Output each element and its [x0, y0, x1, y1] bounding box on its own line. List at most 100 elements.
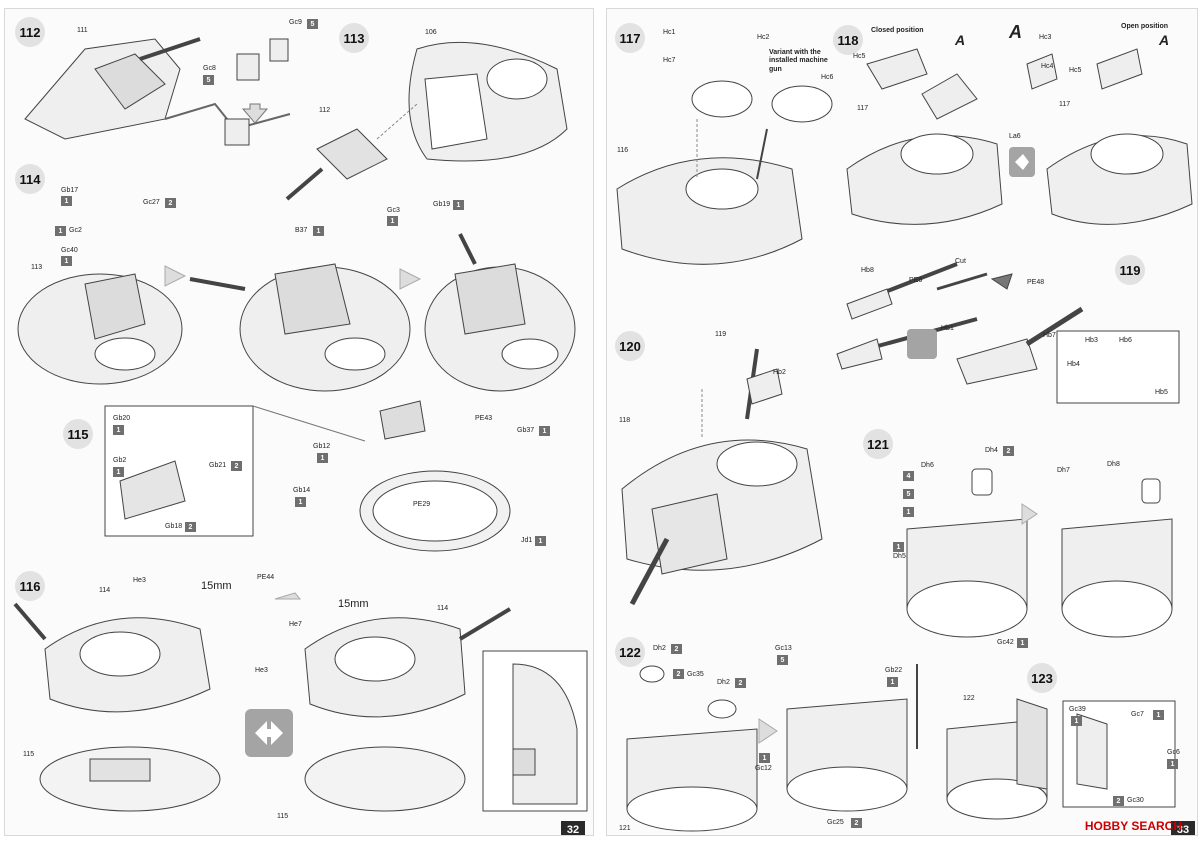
- step-114-drawing: [17, 233, 576, 392]
- measurement-label: 15mm: [338, 598, 369, 610]
- part-label: B37: [295, 227, 308, 234]
- part-label: PE29: [413, 501, 431, 508]
- step-112-drawing: [24, 37, 291, 146]
- part-label: Gc35: [687, 671, 704, 678]
- step-119-drawing: [836, 262, 1180, 404]
- part-label: 113: [31, 264, 43, 271]
- part-label: Gb21: [209, 462, 227, 469]
- step-118-drawing: [846, 48, 1193, 225]
- step-120-drawing: [621, 348, 823, 606]
- part-label: Gc2: [69, 227, 82, 234]
- part-label: 119: [715, 331, 727, 338]
- part-quantity: 1: [61, 256, 72, 266]
- part-quantity: 1: [1017, 638, 1028, 648]
- part-label: Dh7: [1057, 467, 1070, 474]
- part-label: Jd1: [521, 537, 533, 544]
- part-label: Hb1: [941, 325, 954, 332]
- part-quantity: 1: [535, 536, 546, 546]
- part-label: 121: [619, 825, 631, 832]
- page-number: 33: [1171, 821, 1195, 835]
- part-label: Hc6: [821, 74, 834, 81]
- part-quantity: 1: [887, 677, 898, 687]
- position-label: Open position: [1121, 23, 1169, 30]
- part-label: Gb14: [293, 487, 311, 494]
- step-number: 116: [15, 571, 45, 601]
- part-quantity: 1: [893, 542, 904, 552]
- part-quantity: 1: [55, 226, 66, 236]
- position-label: Closed position: [871, 27, 924, 34]
- part-label: 114: [437, 605, 449, 612]
- part-label: 106: [425, 29, 437, 36]
- part-label: Gb18: [165, 523, 183, 530]
- instruction-page-right: 117 Hc1 Hc2 Hc7 Variant with the install…: [606, 8, 1198, 836]
- part-label: Gc3: [387, 207, 400, 214]
- view-label: A: [1159, 32, 1170, 48]
- part-label: Hc3: [1039, 34, 1052, 41]
- measurement-label: 15mm: [201, 580, 232, 592]
- part-label: Gc27: [143, 199, 160, 206]
- cut-note: Cut: [955, 258, 966, 265]
- part-quantity: 2: [165, 198, 176, 208]
- part-label: Dh2: [653, 645, 666, 652]
- part-label: 116: [617, 147, 629, 154]
- part-quantity: 1: [317, 453, 328, 463]
- page-number: 32: [561, 821, 585, 835]
- part-quantity: 1: [113, 467, 124, 477]
- part-label: Gc25: [827, 819, 844, 826]
- part-quantity: 2: [231, 461, 242, 471]
- part-label: 117: [1059, 101, 1071, 108]
- watermark-text: HOBBY SEARCH: [1084, 819, 1182, 833]
- step-number: 119: [1115, 255, 1145, 285]
- part-label: Gc7: [1131, 711, 1144, 718]
- part-label: Gc8: [203, 65, 216, 72]
- part-quantity: 2: [185, 522, 196, 532]
- part-label: Gc39: [1069, 706, 1086, 713]
- part-label: He3: [255, 667, 268, 674]
- part-label: Gb20: [113, 415, 131, 422]
- part-label: 112: [319, 107, 331, 114]
- part-label: Hc5: [853, 53, 866, 60]
- part-quantity: 1: [113, 425, 124, 435]
- part-quantity: 5: [203, 75, 214, 85]
- part-label: Gc40: [61, 247, 78, 254]
- part-label: PE6: [909, 277, 923, 284]
- part-label: Hc7: [663, 57, 676, 64]
- part-label: Gb37: [517, 427, 535, 434]
- step-122-drawing: [626, 664, 918, 832]
- part-label: 118: [619, 417, 631, 424]
- part-label: He7: [289, 621, 302, 628]
- part-quantity: 1: [295, 497, 306, 507]
- part-label: Gc6: [1167, 749, 1180, 756]
- part-label: Hb8: [861, 267, 874, 274]
- part-label: Hc1: [663, 29, 676, 36]
- part-label: Gb2: [113, 457, 127, 464]
- view-label: A: [955, 32, 966, 48]
- part-quantity: 1: [1071, 716, 1082, 726]
- part-label: Gc30: [1127, 797, 1144, 804]
- part-quantity: 1: [1167, 759, 1178, 769]
- part-quantity: 1: [539, 426, 550, 436]
- part-quantity: 2: [851, 818, 862, 828]
- step-number: 123: [1027, 663, 1057, 693]
- step-121-drawing: [906, 468, 1173, 638]
- part-label: Dh8: [1107, 461, 1120, 468]
- step-number: 117: [615, 23, 645, 53]
- part-quantity: 4: [903, 471, 914, 481]
- part-label: Gb19: [433, 201, 451, 208]
- part-quantity: 1: [1153, 710, 1164, 720]
- part-label: Dh5: [893, 553, 906, 560]
- part-label: Hc5: [1069, 67, 1082, 74]
- part-label: Hb7: [1043, 332, 1056, 339]
- part-quantity: 1: [313, 226, 324, 236]
- part-label: Dh2: [717, 679, 730, 686]
- part-label: Hc4: [1041, 63, 1054, 70]
- step-number: 112: [15, 17, 45, 47]
- step-number: 114: [15, 164, 45, 194]
- part-label: Gc12: [755, 765, 772, 772]
- part-label: Dh6: [921, 462, 934, 469]
- part-label: He3: [133, 577, 146, 584]
- part-label: 115: [23, 751, 35, 758]
- part-quantity: 1: [387, 216, 398, 226]
- part-label: Gc13: [775, 645, 792, 652]
- step-number: 120: [615, 331, 645, 361]
